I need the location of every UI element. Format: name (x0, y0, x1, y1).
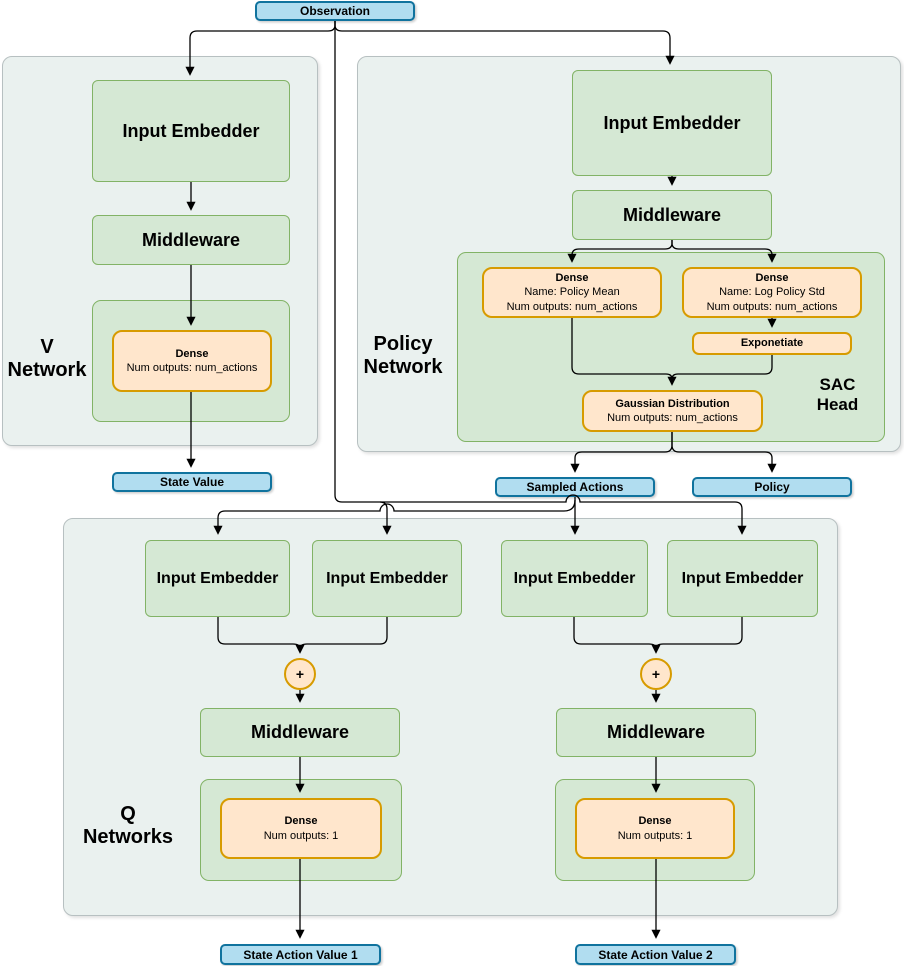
q1-sum-node: + (284, 658, 316, 690)
q2-input-embedder-2-node: Input Embedder (667, 540, 818, 617)
q1-dense-node: Dense Num outputs: 1 (220, 798, 382, 859)
q1-middleware-node: Middleware (200, 708, 400, 757)
state-action-value-1-node: State Action Value 1 (220, 944, 381, 965)
q2-dense-node: Dense Num outputs: 1 (575, 798, 735, 859)
policy-input-embedder-node: Input Embedder (572, 70, 772, 176)
q2-input-embedder-1-node: Input Embedder (501, 540, 648, 617)
v-network-label: V Network (7, 336, 87, 381)
q1-input-embedder-1-node: Input Embedder (145, 540, 290, 617)
state-value-node: State Value (112, 472, 272, 492)
v-input-embedder-node: Input Embedder (92, 80, 290, 182)
exponentiate-node: Exponetiate (692, 332, 852, 355)
q1-input-embedder-2-node: Input Embedder (312, 540, 462, 617)
v-dense-node: Dense Num outputs: num_actions (112, 330, 272, 392)
q-networks-label: Q Networks (82, 803, 174, 848)
state-action-value-2-node: State Action Value 2 (575, 944, 736, 965)
gaussian-distribution-node: Gaussian Distribution Num outputs: num_a… (582, 390, 763, 432)
v-middleware-node: Middleware (92, 215, 290, 265)
observation-node: Observation (255, 1, 415, 21)
policy-network-label: Policy Network (363, 333, 443, 378)
dense-policy-mean-node: Dense Name: Policy Mean Num outputs: num… (482, 267, 662, 318)
sampled-actions-node: Sampled Actions (495, 477, 655, 497)
dense-log-policy-std-node: Dense Name: Log Policy Std Num outputs: … (682, 267, 862, 318)
policy-output-node: Policy (692, 477, 852, 497)
sac-head-label: SAC Head (816, 375, 859, 414)
q2-sum-node: + (640, 658, 672, 690)
policy-middleware-node: Middleware (572, 190, 772, 240)
q2-middleware-node: Middleware (556, 708, 756, 757)
